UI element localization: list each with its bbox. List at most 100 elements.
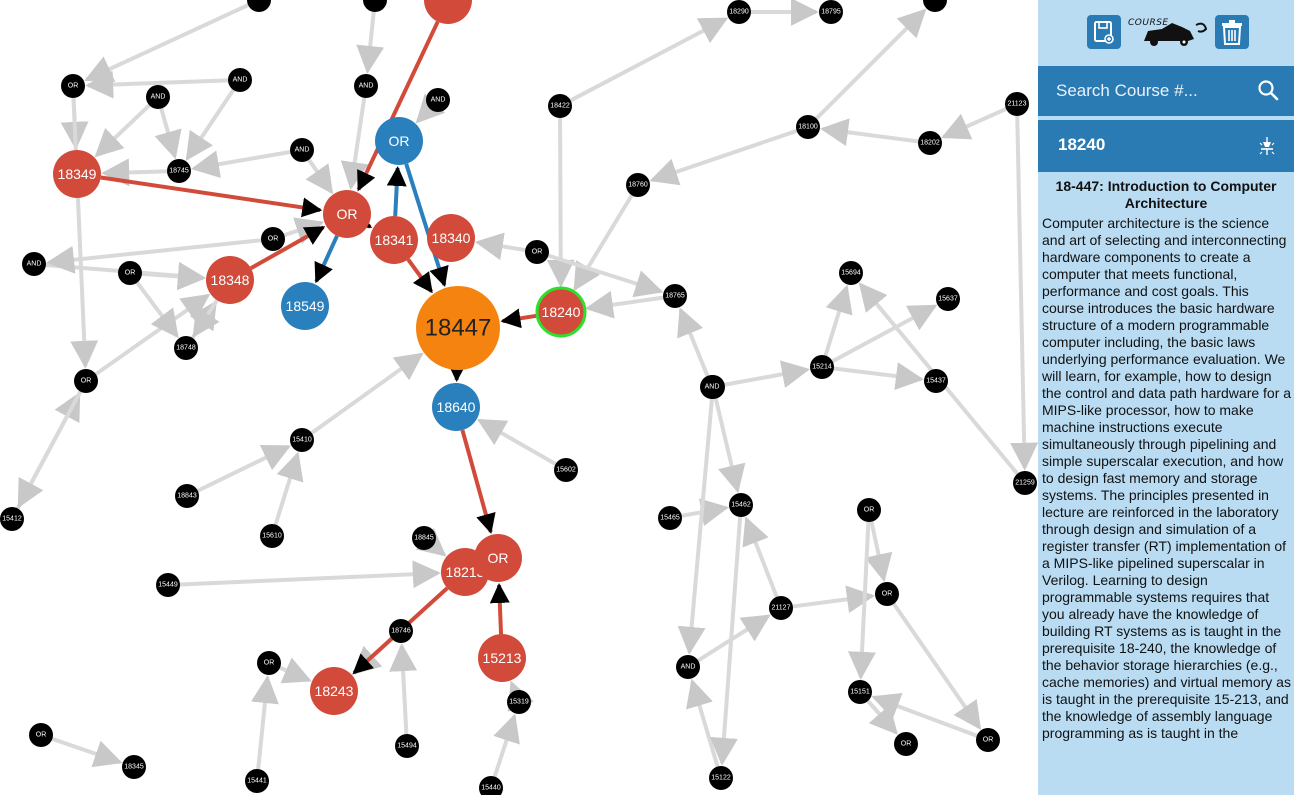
course-node-or[interactable]: OR [118, 261, 142, 285]
node-circle[interactable] [424, 0, 472, 24]
selected-course-bar[interactable]: 18240 [1038, 120, 1294, 172]
course-node-and[interactable]: AND [676, 655, 700, 679]
course-node-18422[interactable]: 18422 [548, 94, 572, 118]
course-node-15694[interactable]: 15694 [839, 261, 863, 285]
node-circle[interactable] [663, 284, 687, 308]
node-circle[interactable] [474, 534, 522, 582]
node-circle[interactable] [416, 286, 500, 370]
node-circle[interactable] [0, 507, 24, 531]
course-node-or[interactable]: OR [61, 74, 85, 98]
course-node-15214[interactable]: 15214 [810, 355, 834, 379]
course-node-18290[interactable]: 18290 [727, 0, 751, 24]
course-node-15437[interactable]: 15437 [924, 369, 948, 393]
node-circle[interactable] [857, 498, 881, 522]
course-node-18340[interactable]: 18340 [427, 214, 475, 262]
trash-icon[interactable] [1215, 15, 1249, 49]
node-circle[interactable] [29, 723, 53, 747]
node-circle[interactable] [554, 458, 578, 482]
course-node-15462[interactable]: 15462 [729, 493, 753, 517]
node-circle[interactable] [769, 596, 793, 620]
node-circle[interactable] [247, 0, 271, 12]
node-circle[interactable] [478, 634, 526, 682]
course-node-or[interactable]: OR [894, 732, 918, 756]
node-circle[interactable] [412, 526, 436, 550]
node-circle[interactable] [976, 728, 1000, 752]
course-node-15412[interactable]: 15412 [0, 507, 24, 531]
course-node-18240[interactable]: 18240 [535, 286, 587, 338]
course-node-18795[interactable]: 18795 [819, 0, 843, 24]
node-circle[interactable] [363, 0, 387, 12]
node-circle[interactable] [228, 68, 252, 92]
node-circle[interactable] [174, 336, 198, 360]
course-node-and[interactable]: AND [146, 85, 170, 109]
course-node-21127[interactable]: 21127 [769, 596, 793, 620]
node-circle[interactable] [370, 216, 418, 264]
node-circle[interactable] [261, 227, 285, 251]
course-node-and[interactable]: AND [228, 68, 252, 92]
node-circle[interactable] [936, 287, 960, 311]
course-node-or[interactable]: OR [74, 369, 98, 393]
course-node-15441[interactable]: 15441 [245, 769, 269, 793]
node-circle[interactable] [74, 369, 98, 393]
course-node-and[interactable]: AND [290, 138, 314, 162]
node-circle[interactable] [819, 0, 843, 24]
course-node-15465[interactable]: 15465 [658, 506, 682, 530]
node-circle[interactable] [918, 131, 942, 155]
node-circle[interactable] [375, 117, 423, 165]
course-node-15440[interactable]: 15440 [479, 776, 503, 795]
node-circle[interactable] [281, 282, 329, 330]
course-node-and[interactable]: AND [426, 88, 450, 112]
node-circle[interactable] [727, 0, 751, 24]
course-node-15151[interactable]: 15151 [848, 680, 872, 704]
course-node-or[interactable]: OR [857, 498, 881, 522]
node-circle[interactable] [175, 484, 199, 508]
course-node-15213[interactable]: 15213 [478, 634, 526, 682]
pin-icon[interactable] [1258, 136, 1276, 156]
course-node-18341[interactable]: 18341 [370, 216, 418, 264]
node-circle[interactable] [323, 190, 371, 238]
node-circle[interactable] [535, 286, 587, 338]
node-circle[interactable] [395, 734, 419, 758]
node-circle[interactable] [427, 214, 475, 262]
course-node-or[interactable]: OR [257, 651, 281, 675]
node-circle[interactable] [310, 667, 358, 715]
course-node-or[interactable]: OR [474, 534, 522, 582]
node-circle[interactable] [146, 85, 170, 109]
save-export-icon[interactable] [1087, 15, 1121, 49]
node-circle[interactable] [167, 159, 191, 183]
node-circle[interactable] [700, 375, 724, 399]
node-circle[interactable] [810, 355, 834, 379]
course-node-15637[interactable]: 15637 [936, 287, 960, 311]
course-node-or[interactable]: OR [525, 240, 549, 264]
course-node-15122[interactable]: 15122 [709, 766, 733, 790]
node-circle[interactable] [796, 115, 820, 139]
course-node-15602[interactable]: 15602 [554, 458, 578, 482]
course-node-18765[interactable]: 18765 [663, 284, 687, 308]
course-node-or[interactable]: OR [976, 728, 1000, 752]
course-node-unlabeled[interactable] [923, 0, 947, 12]
course-node-18745[interactable]: 18745 [167, 159, 191, 183]
node-circle[interactable] [848, 680, 872, 704]
node-circle[interactable] [924, 369, 948, 393]
course-node-18345[interactable]: 18345 [122, 755, 146, 779]
node-circle[interactable] [389, 619, 413, 643]
node-circle[interactable] [61, 74, 85, 98]
node-circle[interactable] [432, 383, 480, 431]
course-node-unlabeled[interactable] [363, 0, 387, 12]
node-circle[interactable] [257, 651, 281, 675]
node-circle[interactable] [729, 493, 753, 517]
node-circle[interactable] [676, 655, 700, 679]
node-circle[interactable] [507, 690, 531, 714]
course-node-and[interactable]: AND [22, 252, 46, 276]
node-circle[interactable] [290, 428, 314, 452]
node-circle[interactable] [426, 88, 450, 112]
course-node-18213[interactable]: 18213 [441, 548, 489, 596]
course-node-15449[interactable]: 15449 [156, 573, 180, 597]
node-circle[interactable] [354, 74, 378, 98]
node-circle[interactable] [709, 766, 733, 790]
course-node-18746[interactable]: 18746 [389, 619, 413, 643]
course-node-18549[interactable]: 18549 [281, 282, 329, 330]
node-circle[interactable] [260, 524, 284, 548]
course-node-18845[interactable]: 18845 [412, 526, 436, 550]
